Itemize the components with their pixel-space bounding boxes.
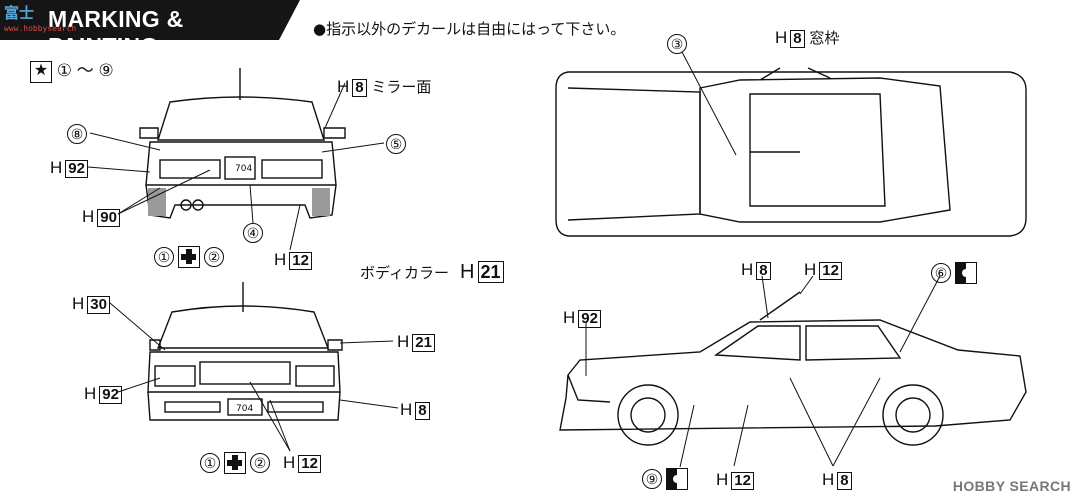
decal-note: ●指示以外のデカールは自由にはって下さい。 bbox=[313, 20, 626, 38]
rear-view-drawing bbox=[147, 282, 343, 421]
decal-split-icon bbox=[666, 468, 688, 490]
mirror-code: 8 bbox=[352, 79, 367, 97]
decal-split-icon bbox=[955, 262, 977, 284]
rear-plate: 704 bbox=[236, 404, 254, 414]
side-callout-9: ⑨ bbox=[642, 468, 688, 490]
star-range-end: ⑨ bbox=[98, 61, 114, 80]
side-view-drawing bbox=[559, 291, 1027, 446]
section-title: MARKING & PAINTING bbox=[48, 6, 184, 59]
decal-pair-icon bbox=[224, 452, 246, 474]
logo-text: 富士 bbox=[4, 4, 35, 22]
side-callout-6: ⑥ bbox=[931, 262, 977, 284]
star-range: ★ ① 〜 ⑨ bbox=[30, 56, 114, 83]
section-header: MARKING & PAINTING bbox=[0, 0, 300, 40]
front-callout-4: ④ bbox=[243, 223, 263, 243]
star-range-start: ① bbox=[56, 61, 72, 80]
leader-lines bbox=[87, 51, 941, 468]
front-view-drawing bbox=[139, 68, 346, 219]
body-color-code: 21 bbox=[477, 261, 504, 283]
top-view-drawing bbox=[555, 67, 1027, 237]
logo-sub: www.hobbysearch bbox=[4, 24, 77, 33]
front-callout-5: ⑤ bbox=[386, 134, 406, 154]
site-logo: 富士 www.hobbysearch bbox=[2, 2, 76, 38]
front-callout-8: ⑧ bbox=[67, 124, 87, 144]
star-icon: ★ bbox=[30, 60, 52, 83]
star-range-dash: 〜 bbox=[76, 61, 94, 80]
front-plate: 704 bbox=[235, 164, 253, 174]
watermark: HOBBY SEARCH bbox=[952, 478, 1071, 494]
top-callout-3: ③ bbox=[667, 34, 687, 54]
decal-pair-icon bbox=[178, 246, 200, 268]
